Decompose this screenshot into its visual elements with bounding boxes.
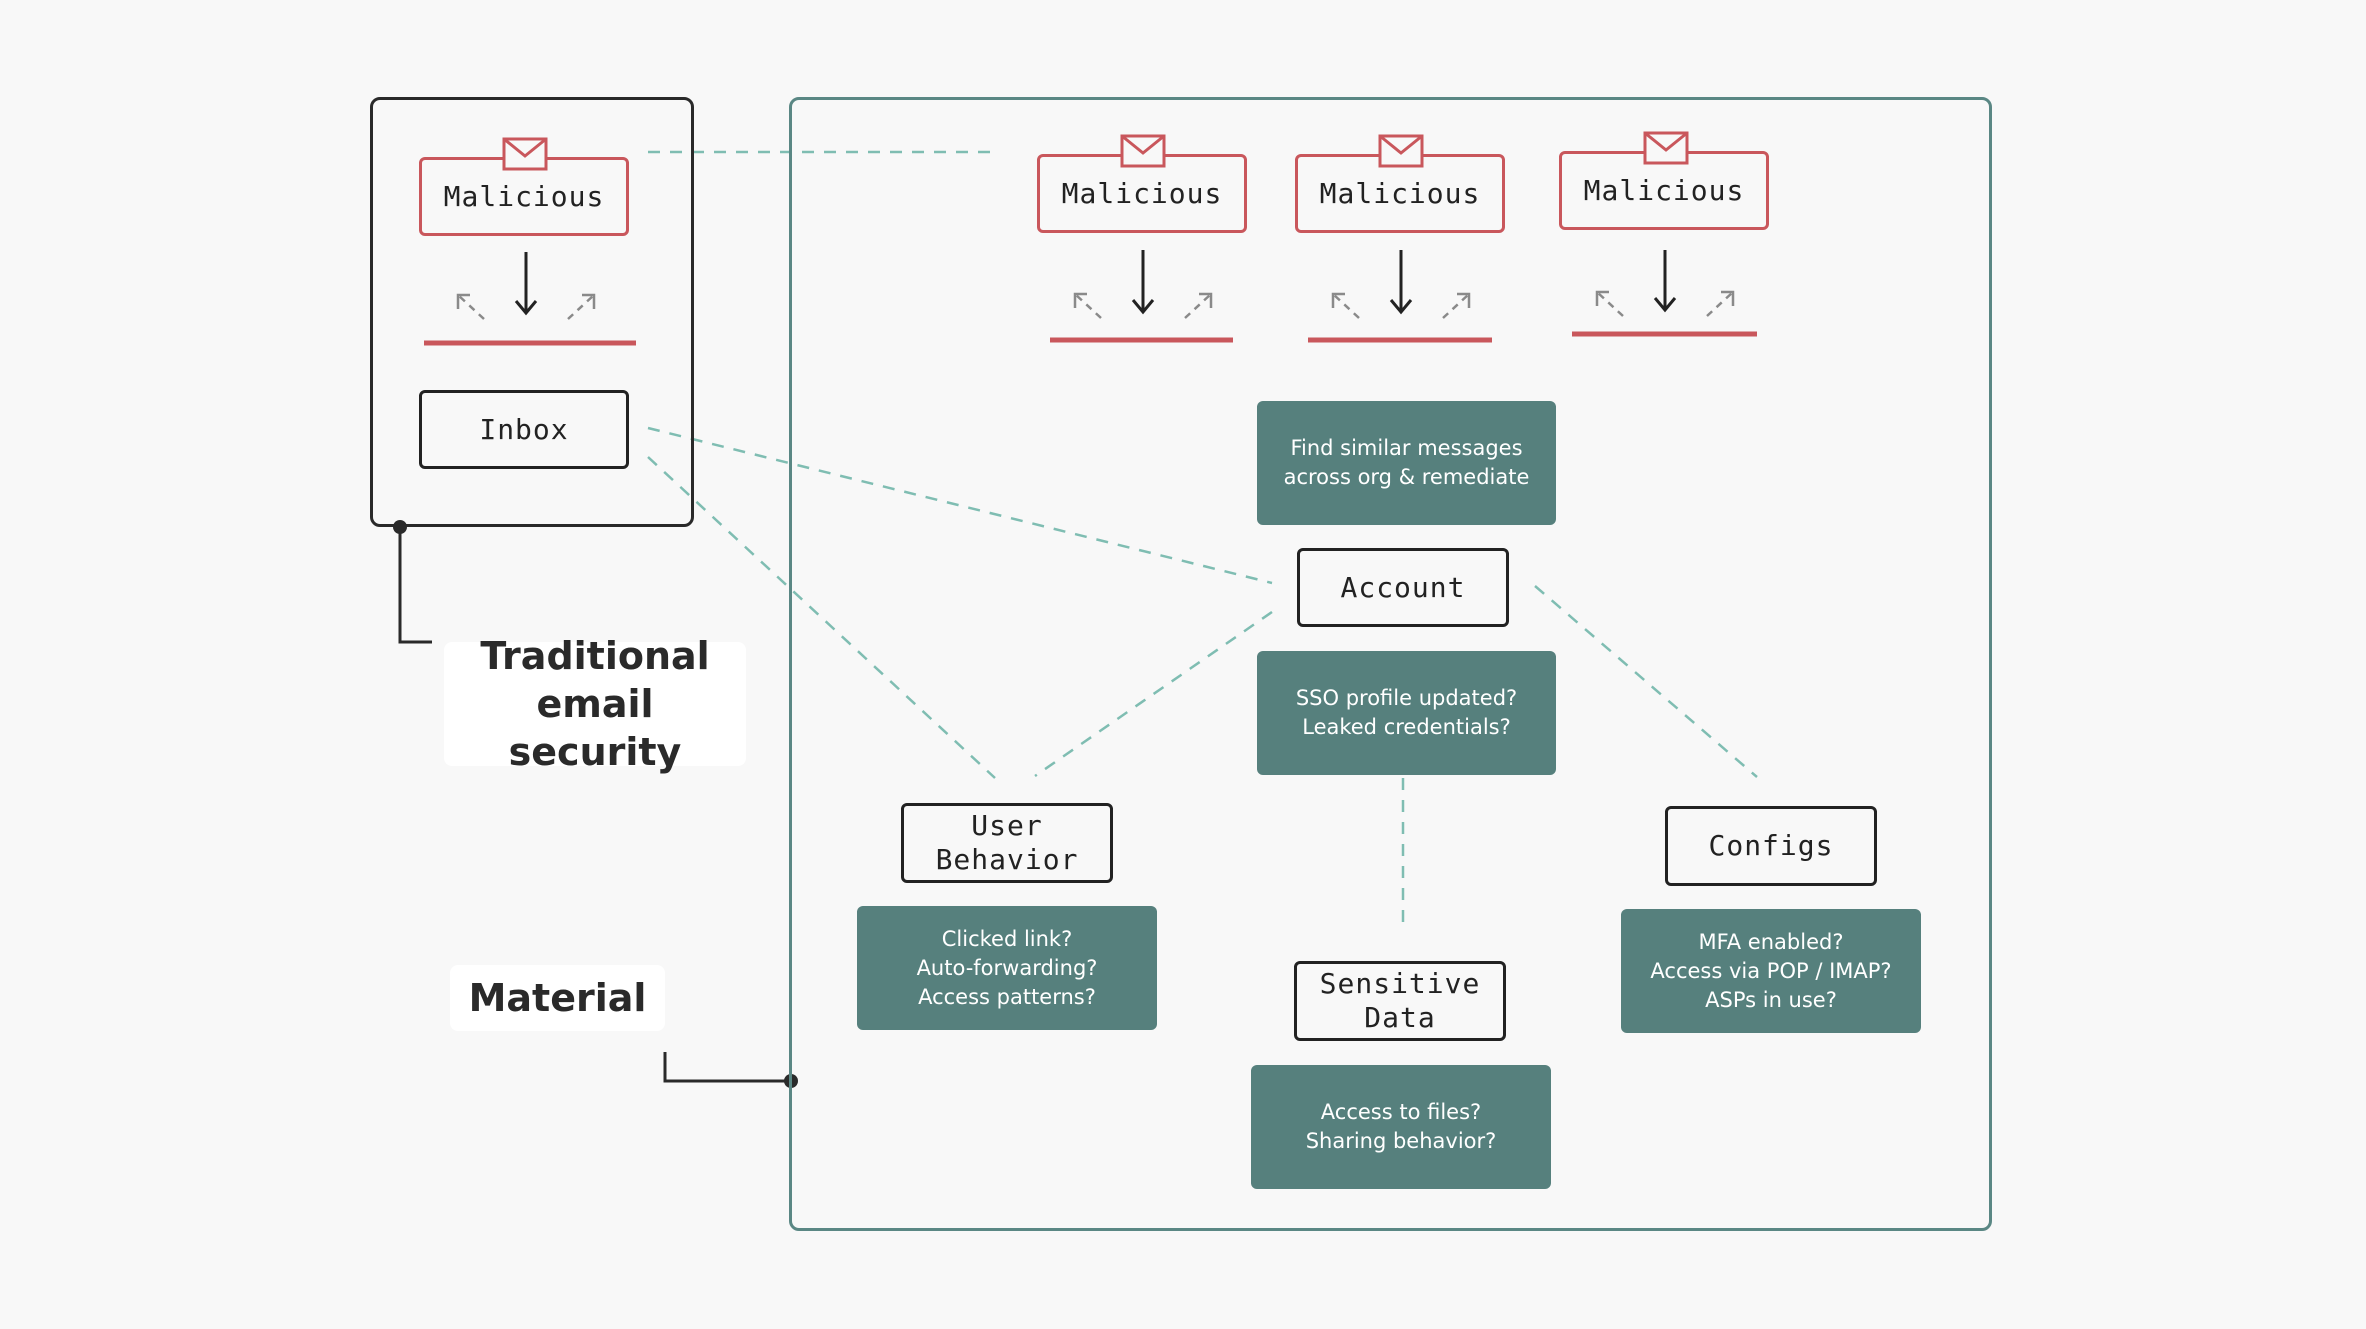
envelope-icon — [1643, 131, 1689, 165]
deflect-left-arrow-icon — [1595, 290, 1624, 317]
deflect-right-arrow-icon — [567, 293, 596, 320]
traditional-callout-dot — [393, 520, 407, 534]
malicious-label: Malicious — [443, 179, 605, 213]
sensitive-data-box: Sensitive Data — [1294, 961, 1506, 1041]
connector-account-to-user-behavior — [1034, 610, 1273, 778]
material-callout-leader — [663, 1052, 791, 1083]
traditional-callout-leader — [398, 527, 432, 644]
material-label: Material — [450, 965, 665, 1031]
configs-label: Configs — [1708, 829, 1834, 862]
malicious-label: Malicious — [1319, 176, 1481, 210]
sensitive-data-label: Sensitive Data — [1319, 967, 1481, 1034]
filter-arrows-group — [456, 252, 596, 320]
sensitive-data-question-box: Access to files? Sharing behavior? — [1251, 1065, 1551, 1189]
arrow-down-icon — [1653, 250, 1677, 313]
envelope-icon — [1378, 134, 1424, 168]
filter-arrows-group — [1073, 250, 1213, 319]
inbox-box: Inbox — [419, 390, 629, 469]
remediate-box: Find similar messages across org & remed… — [1257, 401, 1556, 525]
traditional-security-frame — [370, 97, 694, 527]
inbox-label: Inbox — [479, 412, 569, 446]
connector-account-to-configs — [1534, 585, 1758, 778]
deflect-right-arrow-icon — [1184, 292, 1213, 319]
configs-box: Configs — [1665, 806, 1877, 886]
user-behavior-label: User Behavior — [935, 809, 1079, 876]
account-box: Account — [1297, 548, 1509, 627]
traditional-email-security-label: Traditional email security — [444, 634, 746, 774]
arrow-down-icon — [1131, 250, 1155, 315]
malicious-label: Malicious — [1061, 176, 1223, 210]
filter-arrows-group — [1595, 250, 1735, 317]
user-behavior-box: User Behavior — [901, 803, 1113, 883]
user-behavior-question-box: Clicked link? Auto-forwarding? Access pa… — [857, 906, 1157, 1030]
connector-inbox-to-account — [647, 426, 1273, 585]
deflect-right-arrow-icon — [1442, 292, 1471, 319]
deflect-right-arrow-icon — [1706, 290, 1735, 317]
filter-arrows-group — [1331, 250, 1471, 319]
material-frame — [789, 97, 1992, 1231]
deflect-left-arrow-icon — [1331, 292, 1360, 319]
malicious-label: Malicious — [1583, 173, 1745, 207]
arrow-down-icon — [1389, 250, 1413, 315]
envelope-icon — [502, 137, 548, 171]
envelope-icon — [1120, 134, 1166, 168]
account-question-box: SSO profile updated? Leaked credentials? — [1257, 651, 1556, 775]
arrow-down-icon — [514, 252, 538, 316]
deflect-left-arrow-icon — [456, 293, 485, 320]
configs-question-box: MFA enabled? Access via POP / IMAP? ASPs… — [1621, 909, 1921, 1033]
deflect-left-arrow-icon — [1073, 292, 1102, 319]
account-label: Account — [1340, 570, 1466, 604]
